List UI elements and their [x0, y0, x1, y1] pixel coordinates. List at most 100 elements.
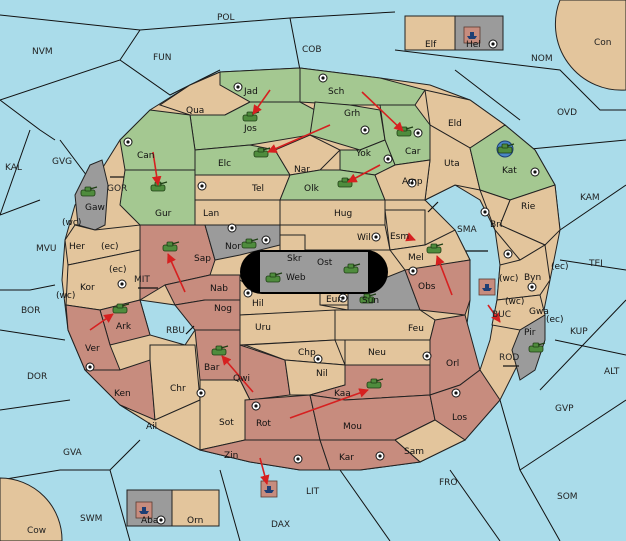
fleet-icon[interactable]: [478, 278, 496, 296]
label-jos: Jos: [243, 124, 257, 134]
label-eld: Eld: [448, 119, 462, 129]
sea-kup: KUP: [570, 327, 588, 337]
label-sot: Sot: [219, 418, 234, 428]
sea-con-zone[interactable]: [554, 0, 626, 91]
sea-swm: SWM: [80, 514, 102, 524]
label-hel: Hel: [466, 40, 481, 50]
label-car: Car: [405, 147, 421, 157]
label-ail: Ail: [146, 422, 157, 432]
province-hug[interactable]: [279, 199, 386, 226]
label-orl: Orl: [446, 359, 459, 369]
sea-lit: LIT: [306, 487, 320, 497]
sea-con: Con: [594, 38, 612, 48]
label-orn: Orn: [187, 516, 203, 526]
coast-gwa-ec: (ec): [546, 315, 564, 325]
label-uru: Uru: [255, 323, 271, 333]
province-neu[interactable]: [344, 339, 431, 366]
label-kat: Kat: [502, 166, 517, 176]
sea-dax: DAX: [271, 520, 290, 530]
sea-kam: KAM: [580, 193, 600, 203]
sea-buc: BUC: [492, 310, 511, 320]
sea-nvm: NVM: [32, 47, 53, 57]
label-tel: Tel: [251, 184, 264, 194]
coast-byn-ec: (ec): [551, 262, 569, 272]
sea-tei: TEI: [588, 259, 603, 269]
sea-rbu: RBU: [166, 326, 185, 336]
ring-landmass: [61, 67, 561, 471]
label-obs: Obs: [418, 282, 436, 292]
label-wil: Wil: [357, 233, 371, 243]
label-grh: Grh: [344, 109, 360, 119]
label-ver: Ver: [85, 344, 100, 354]
sea-mit: MIT: [134, 275, 150, 285]
sea-kal: KAL: [5, 163, 22, 173]
sea-gor: GOR: [107, 184, 127, 194]
label-gaw: Gaw: [85, 203, 105, 213]
sea-rod: ROD: [499, 353, 519, 363]
label-neu: Neu: [368, 348, 386, 358]
province-tel[interactable]: [194, 174, 291, 201]
label-chp: Chp: [298, 348, 316, 358]
label-qwi: Qwi: [233, 374, 250, 384]
sea-som: SOM: [557, 492, 578, 502]
province-orn[interactable]: [171, 489, 220, 527]
label-nil: Nil: [316, 369, 328, 379]
sea-nom: NOM: [531, 54, 553, 64]
label-kar: Kar: [339, 453, 354, 463]
label-nor: Nor: [225, 242, 241, 252]
sea-cow: Cow: [27, 526, 46, 536]
supply-centers: [85, 39, 540, 525]
label-rot: Rot: [256, 419, 271, 429]
label-sch: Sch: [328, 87, 344, 97]
sea-labels: POL NVM FUN COB NOM Con OVD KAL GVG GOR …: [5, 13, 620, 536]
label-nar: Nar: [294, 165, 310, 175]
sea-fro: FRO: [439, 478, 458, 488]
coast-labels: (wc) (ec) (ec) (wc) (wc) (ec) (wc) (ec): [56, 218, 569, 325]
label-nog: Nog: [214, 304, 232, 314]
sea-cow-zone[interactable]: [0, 477, 63, 541]
label-amp: Amp: [402, 177, 423, 187]
label-qua: Qua: [186, 106, 204, 116]
label-jad: Jad: [243, 87, 258, 97]
sea-mvu: MVU: [36, 244, 57, 254]
label-web: Web: [286, 273, 306, 283]
label-bar: Bar: [204, 363, 220, 373]
label-elc: Elc: [218, 159, 231, 169]
province-esm[interactable]: [384, 209, 426, 251]
province-kar[interactable]: [319, 439, 422, 471]
sea-alt: ALT: [604, 367, 620, 377]
sea-ovd: OVD: [557, 108, 577, 118]
label-ost: Ost: [317, 258, 333, 268]
province-obs[interactable]: [404, 259, 471, 316]
label-feu: Feu: [408, 324, 424, 334]
sea-gva: GVA: [63, 448, 83, 458]
coast-her-wc: (wc): [62, 218, 81, 228]
coast-kor-ec: (ec): [109, 265, 127, 275]
label-byn: Byn: [524, 273, 541, 283]
sea-fun: FUN: [153, 53, 172, 63]
label-esm: Esm: [390, 232, 409, 242]
province-amp[interactable]: [374, 159, 431, 201]
label-sap: Sap: [194, 254, 211, 264]
label-sun: Sun: [362, 296, 379, 306]
province-nar[interactable]: [274, 134, 341, 176]
label-yok: Yok: [355, 149, 372, 159]
label-kor: Kor: [80, 283, 95, 293]
province-sot[interactable]: [199, 379, 251, 451]
label-uta: Uta: [444, 159, 460, 169]
label-pir: Pir: [524, 328, 536, 338]
label-elf: Elf: [425, 40, 437, 50]
sea-dor: DOR: [27, 372, 47, 382]
province-labels: Jad Sch Qua Jos Grh Car Eld Can Elc Nar …: [69, 40, 549, 526]
fleet-icon[interactable]: [260, 480, 278, 498]
province-pir[interactable]: [511, 314, 546, 381]
label-aba: Aba: [141, 516, 158, 526]
label-los: Los: [452, 413, 467, 423]
label-can: Can: [137, 151, 155, 161]
sea-pol: POL: [217, 13, 235, 23]
sea-gvp: GVP: [555, 404, 574, 414]
label-skr: Skr: [287, 254, 302, 264]
label-chr: Chr: [170, 384, 186, 394]
coast-gwa-wc: (wc): [505, 297, 524, 307]
